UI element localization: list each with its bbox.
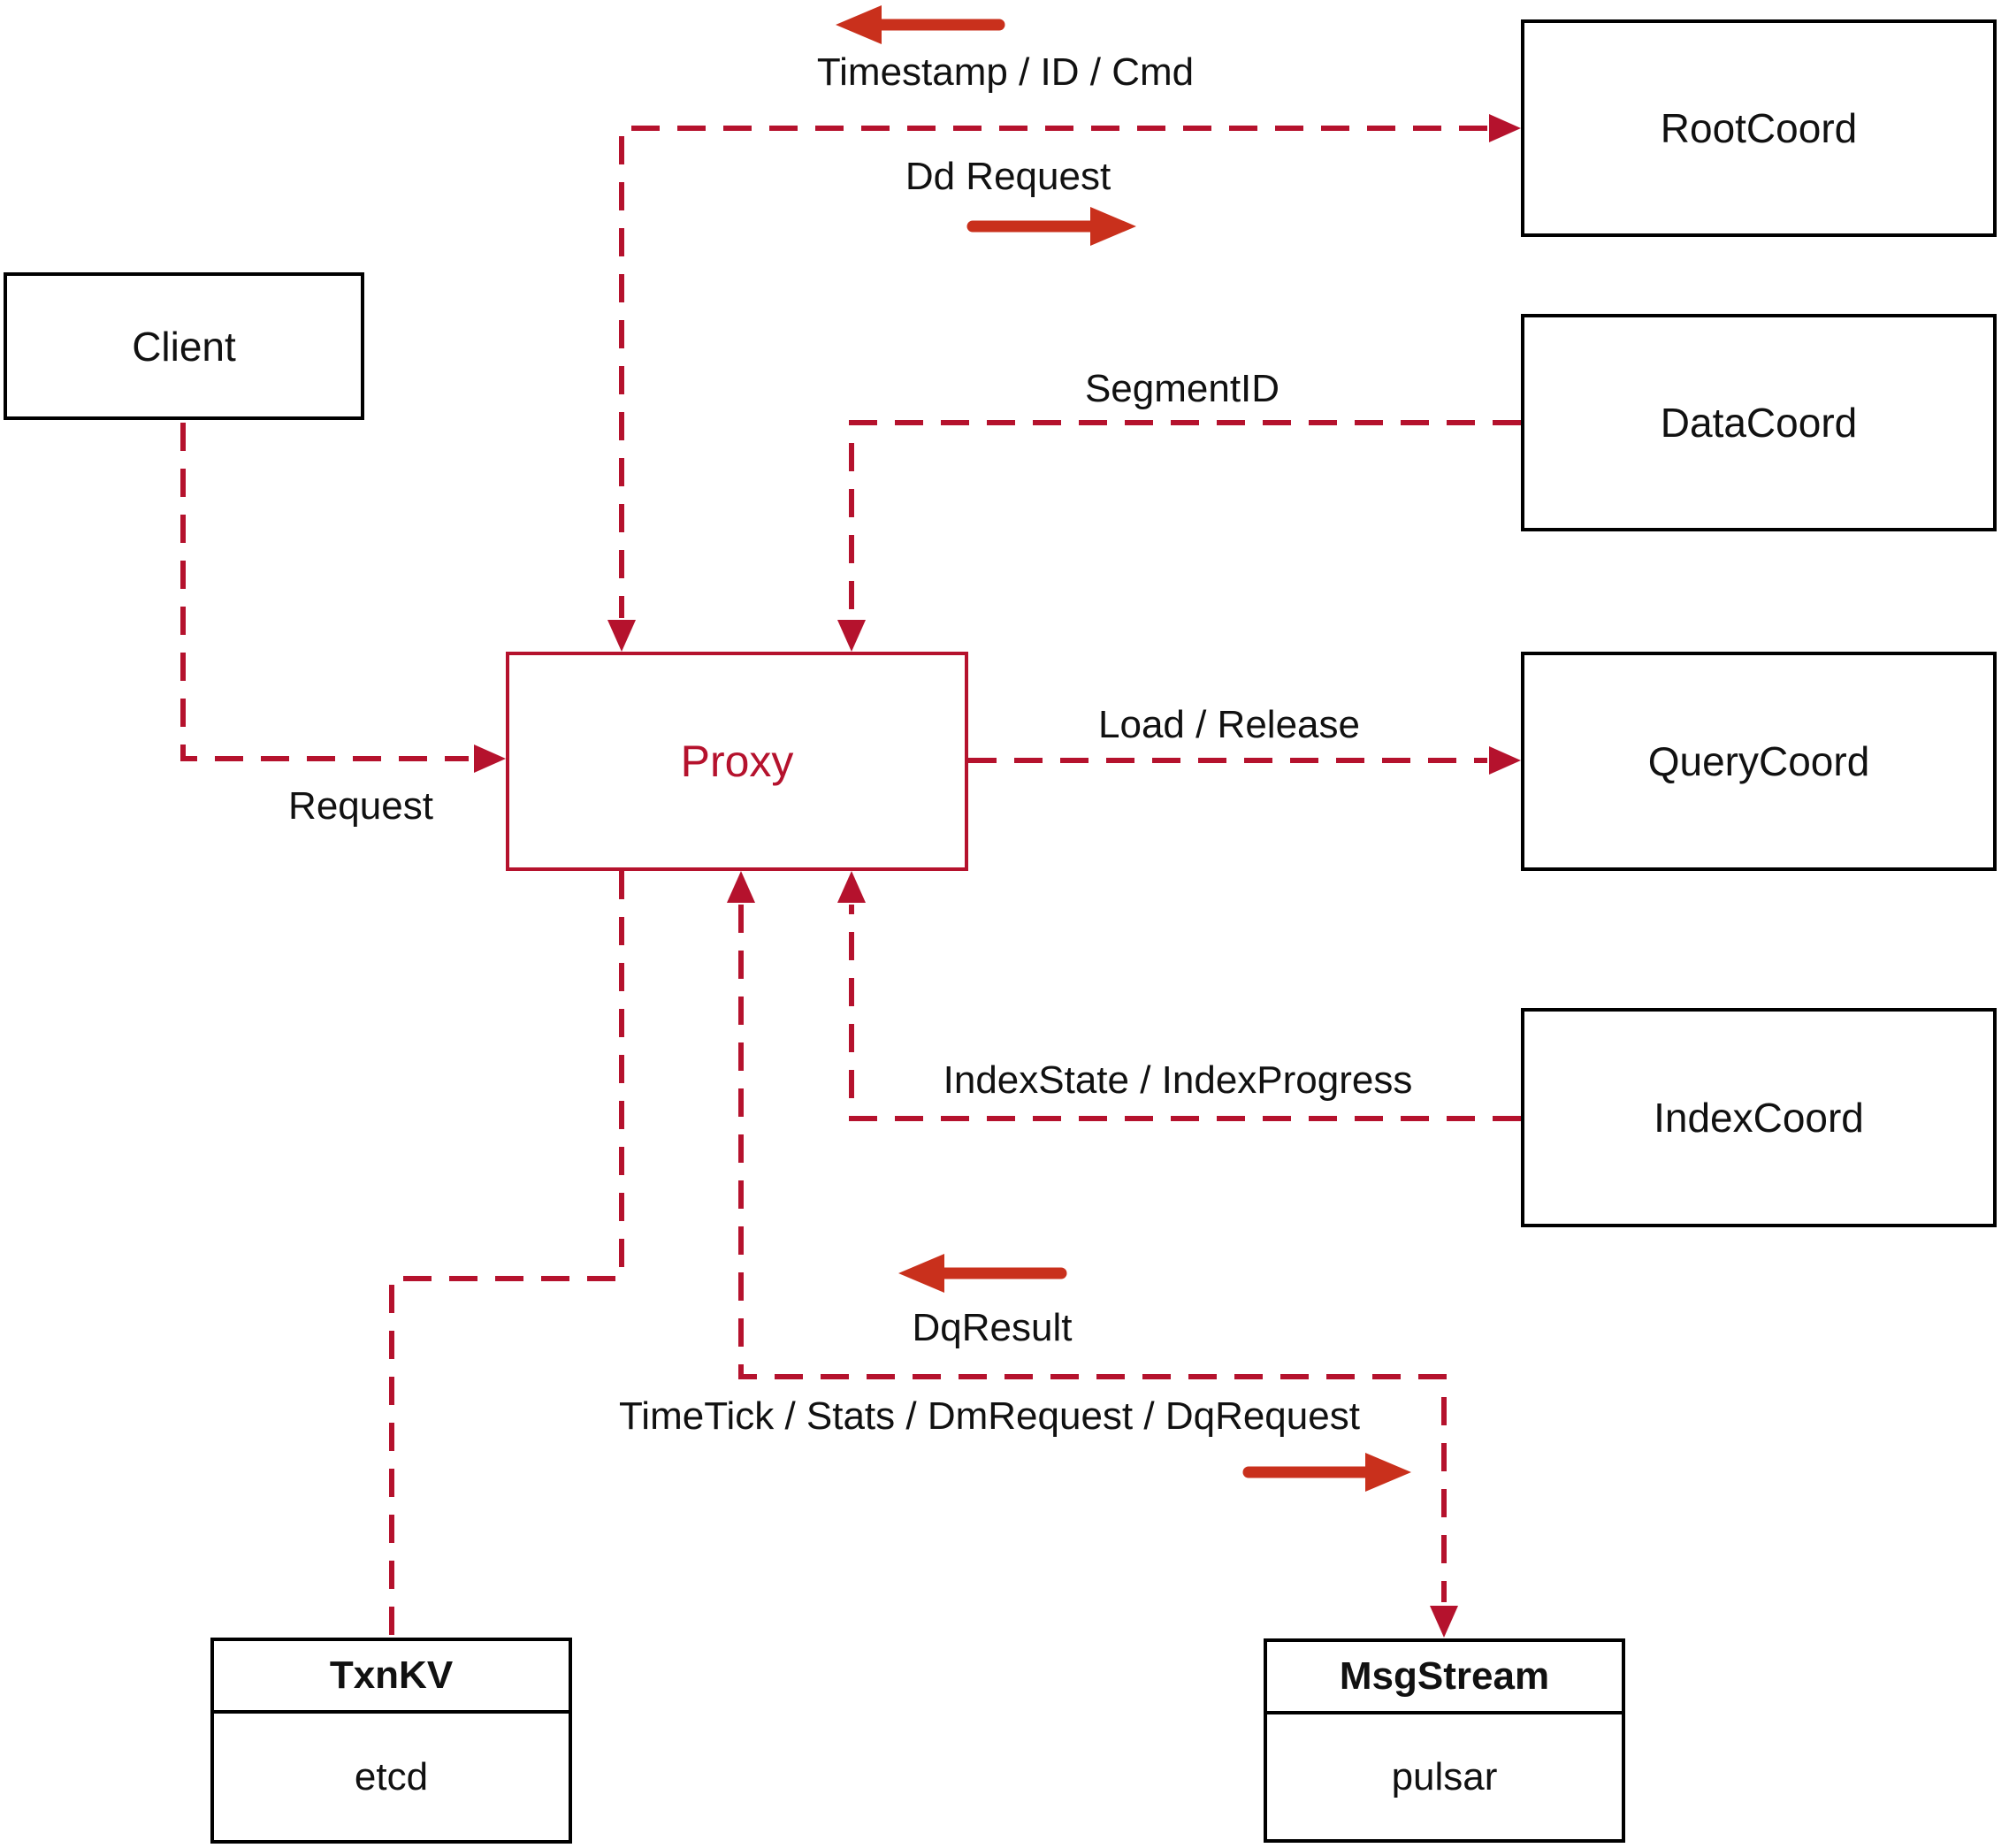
edge-label-load-release: Load / Release xyxy=(1098,703,1360,746)
edge-indexcoord-proxy xyxy=(849,905,1521,1121)
node-msgstream-title: MsgStream xyxy=(1267,1642,1622,1714)
node-client: Client xyxy=(4,272,364,420)
edge-proxy-txnkv xyxy=(389,871,624,1638)
arrowhead-up-into-proxy-bottom-right-icon xyxy=(837,871,866,903)
node-indexcoord-label: IndexCoord xyxy=(1654,1095,1864,1141)
right-arrow-msgstream-icon xyxy=(1242,1453,1411,1492)
node-txnkv-title: TxnKV xyxy=(214,1641,569,1714)
edge-label-request: Request xyxy=(288,784,433,828)
node-msgstream: MsgStream pulsar xyxy=(1264,1638,1625,1843)
edge-label-timestamp-id-cmd: Timestamp / ID / Cmd xyxy=(816,50,1195,94)
edge-label-dd-request: Dd Request xyxy=(905,155,1111,198)
arrowhead-right-into-rootcoord-icon xyxy=(1489,114,1521,142)
right-arrow-icon xyxy=(966,207,1136,246)
node-rootcoord-label: RootCoord xyxy=(1660,105,1858,151)
node-datacoord: DataCoord xyxy=(1521,314,1997,531)
node-msgstream-sub: pulsar xyxy=(1391,1754,1498,1798)
arrowhead-down-into-proxy-left-icon xyxy=(607,620,636,652)
edge-label-segmentid: SegmentID xyxy=(1084,367,1280,410)
edge-label-dqresult: DqResult xyxy=(912,1306,1073,1349)
node-indexcoord: IndexCoord xyxy=(1521,1008,1997,1227)
node-datacoord-label: DataCoord xyxy=(1660,400,1858,446)
node-proxy-label: Proxy xyxy=(680,737,794,786)
arrowhead-down-into-proxy-right-icon xyxy=(837,620,866,652)
edge-client-proxy xyxy=(180,423,469,761)
edge-proxy-msgstream xyxy=(738,905,1447,1602)
left-arrow-icon xyxy=(836,5,1005,44)
left-arrow-dqresult-icon xyxy=(898,1254,1067,1293)
node-querycoord: QueryCoord xyxy=(1521,652,1997,871)
node-client-label: Client xyxy=(132,323,236,370)
arrowhead-up-into-proxy-bottom-left-icon xyxy=(727,871,755,903)
edge-label-indexstate-indexprogress: IndexState / IndexProgress xyxy=(943,1058,1413,1102)
arrowhead-right-into-proxy-icon xyxy=(474,745,506,773)
node-querycoord-label: QueryCoord xyxy=(1647,738,1870,784)
node-rootcoord: RootCoord xyxy=(1521,19,1997,237)
arrowhead-down-into-msgstream-icon xyxy=(1430,1606,1458,1638)
arrowhead-right-into-querycoord-icon xyxy=(1489,746,1521,775)
edge-datacoord-proxy xyxy=(849,420,1521,618)
node-proxy: Proxy xyxy=(506,652,968,871)
node-txnkv: TxnKV etcd xyxy=(210,1638,572,1844)
node-txnkv-sub: etcd xyxy=(354,1754,429,1798)
edge-proxy-rootcoord xyxy=(619,126,1487,618)
edge-label-timetick-stats: TimeTick / Stats / DmRequest / DqRequest xyxy=(619,1394,1360,1438)
